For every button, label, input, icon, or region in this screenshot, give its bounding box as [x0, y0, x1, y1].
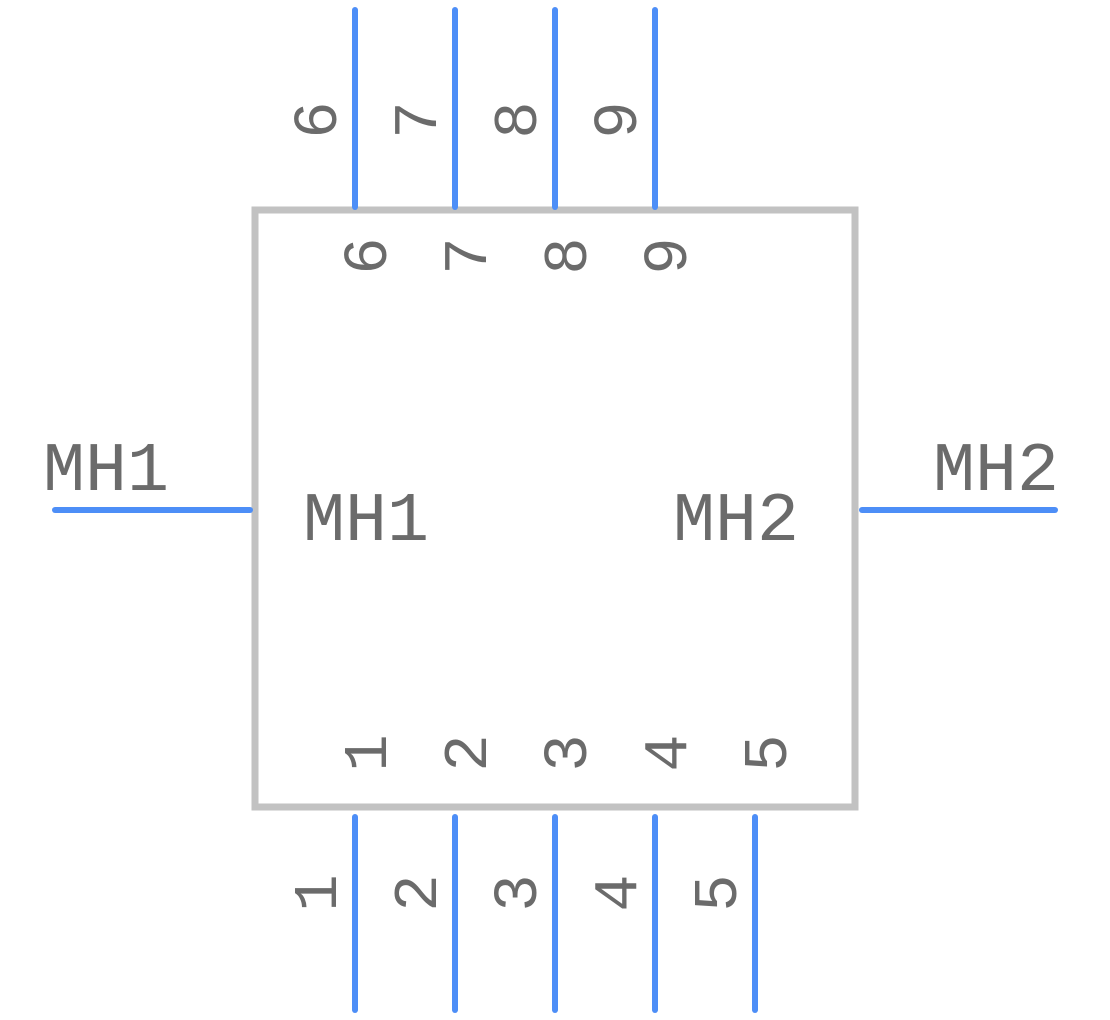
pin-6-outer-label: 6	[284, 101, 355, 138]
pin-2-outer-label: 2	[384, 874, 455, 911]
pin-mh2-inner-label: MH2	[673, 483, 799, 562]
pin-3-outer-label: 3	[484, 874, 555, 911]
pin-9-outer-label: 9	[584, 101, 655, 138]
pin-1-outer-label: 1	[284, 874, 355, 911]
pin-2-inner-label: 2	[434, 734, 505, 771]
pin-5-inner-label: 5	[734, 734, 805, 771]
pin-5-outer-label: 5	[684, 874, 755, 911]
pin-mh2-outer-label: MH2	[933, 433, 1059, 512]
pin-8-inner-label: 8	[534, 237, 605, 274]
pin-6-inner-label: 6	[334, 237, 405, 274]
pin-4-outer-label: 4	[584, 874, 655, 911]
pin-mh1-outer-label: MH1	[43, 433, 169, 512]
pin-7-outer-label: 7	[384, 101, 455, 138]
pin-7-inner-label: 7	[434, 237, 505, 274]
pin-8-outer-label: 8	[484, 101, 555, 138]
pin-3-inner-label: 3	[534, 734, 605, 771]
pin-mh1-inner-label: MH1	[303, 483, 429, 562]
pin-9-inner-label: 9	[634, 237, 705, 274]
pin-4-inner-label: 4	[634, 734, 705, 771]
pin-1-inner-label: 1	[334, 734, 405, 771]
